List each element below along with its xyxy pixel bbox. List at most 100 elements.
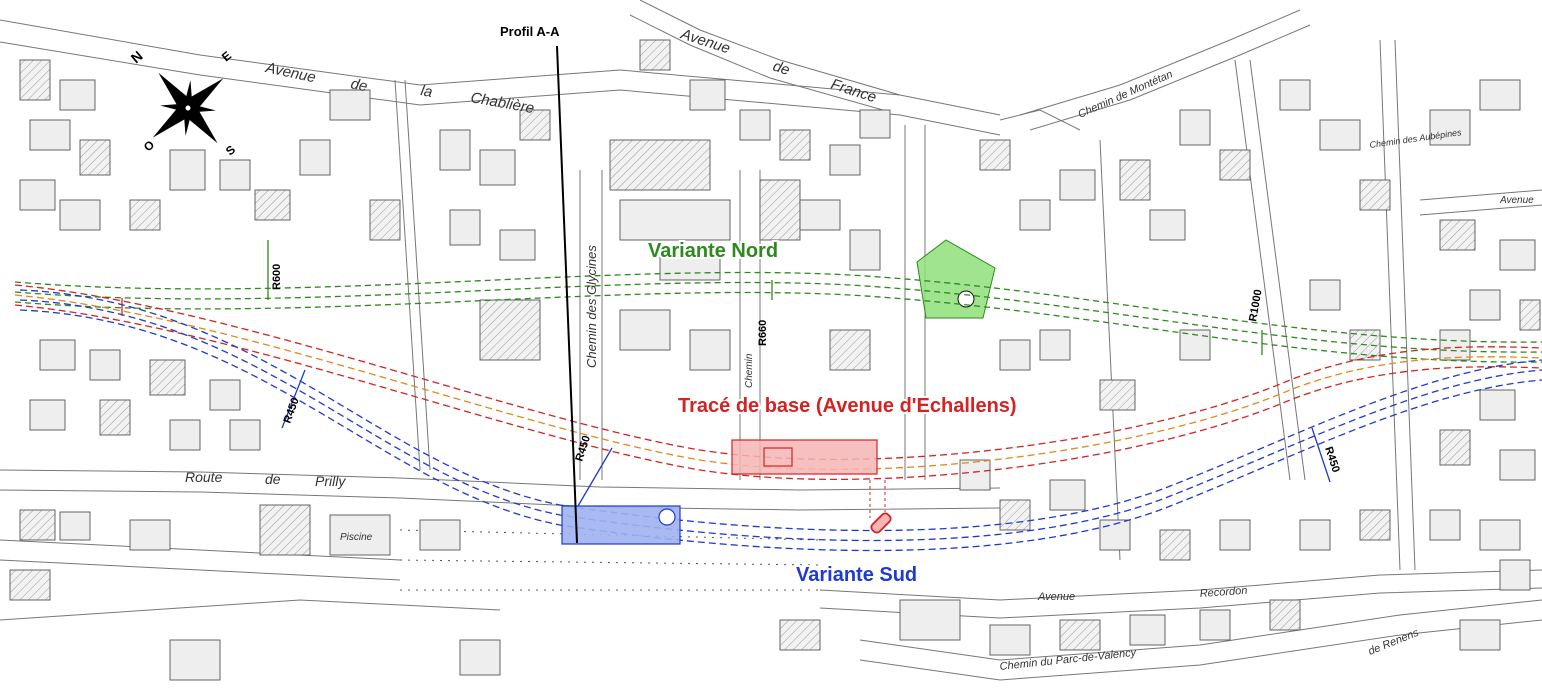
building — [39, 339, 76, 371]
compass-needle-w — [152, 107, 188, 138]
building — [1499, 449, 1536, 481]
building — [659, 249, 721, 281]
building — [689, 329, 731, 371]
building — [799, 199, 841, 231]
building — [499, 229, 536, 261]
building — [19, 179, 56, 211]
building — [619, 199, 731, 241]
compass-needle-e — [188, 78, 224, 109]
radius-markers — [121, 240, 1331, 507]
building — [329, 89, 371, 121]
building — [999, 339, 1031, 371]
street-label-avenue-ne: Avenue — [1499, 195, 1534, 206]
route-sud-line-1 — [19, 289, 1542, 532]
route-sud-line-3 — [19, 309, 1542, 552]
street-south-w2 — [0, 559, 401, 581]
station-base-box — [731, 439, 878, 475]
street-label-france-2: de — [771, 58, 792, 79]
building — [1049, 479, 1086, 511]
street-vertical-d — [1234, 59, 1291, 481]
building — [99, 399, 131, 436]
building — [129, 519, 171, 551]
street-vertical-d2 — [1249, 59, 1306, 481]
station-base-inner-box — [763, 447, 793, 467]
street-chabliere-north-edge — [0, 19, 1001, 116]
building — [229, 419, 261, 451]
street-curve-sw — [999, 109, 1081, 131]
building — [1429, 509, 1461, 541]
building — [1479, 79, 1521, 111]
building — [29, 119, 71, 151]
route-nord — [14, 271, 1542, 363]
building — [779, 619, 821, 651]
radius-label-r660: R660 — [757, 320, 769, 346]
street-label-prilly-1: Route — [185, 469, 223, 485]
building — [209, 379, 241, 411]
street-label-recordon-1: Avenue — [1037, 591, 1075, 603]
building — [779, 129, 811, 161]
building — [1059, 619, 1101, 651]
building — [1439, 429, 1471, 466]
building — [1149, 209, 1186, 241]
building — [59, 79, 96, 111]
street-valency-b — [859, 619, 1542, 681]
street-avenue-ne — [1419, 189, 1542, 201]
building — [1099, 379, 1136, 411]
street-france-north-edge — [639, 0, 901, 96]
route-nord-line-2 — [14, 281, 1542, 353]
station-base-connector — [869, 480, 886, 518]
building — [169, 419, 201, 451]
marker-r450-west — [281, 369, 306, 429]
building — [1129, 614, 1166, 646]
street-vertical-b2 — [404, 79, 431, 471]
route-label-nord: Variante Nord — [648, 240, 778, 262]
building — [129, 199, 161, 231]
station-sud-well — [658, 508, 676, 526]
building — [979, 139, 1011, 171]
profile-line — [556, 45, 578, 544]
building — [1199, 609, 1231, 641]
route-label-base: Tracé de base (Avenue d'Echallens) — [678, 395, 1017, 417]
street-vertical-e2 — [1394, 39, 1416, 571]
building — [1179, 109, 1211, 146]
building — [19, 59, 51, 101]
building — [1119, 159, 1151, 201]
street-chabliere-south-edge — [0, 41, 1001, 136]
building — [1039, 329, 1071, 361]
street-south-w3 — [0, 599, 501, 621]
street-prilly-north-edge — [0, 469, 1001, 491]
building — [689, 79, 726, 111]
building — [1499, 239, 1536, 271]
street-label-glycines: Chemin des Glycines — [584, 245, 599, 368]
building — [419, 519, 461, 551]
building — [254, 189, 291, 221]
building — [299, 139, 331, 176]
building — [59, 511, 91, 541]
building — [1469, 289, 1501, 321]
building — [1499, 559, 1531, 591]
building — [1439, 219, 1476, 251]
station-nord-park — [916, 239, 996, 319]
building — [899, 599, 961, 641]
buildings — [9, 39, 1541, 681]
route-nord-line-3 — [14, 291, 1542, 363]
building — [149, 359, 186, 396]
building — [1519, 299, 1541, 331]
route-sud-line-2 — [19, 299, 1542, 542]
building — [479, 299, 541, 361]
building — [1059, 169, 1096, 201]
building — [1479, 389, 1516, 421]
building — [1279, 79, 1311, 111]
building — [859, 109, 891, 139]
street-label-chemin-mid: Chemin — [744, 353, 755, 388]
building — [1359, 179, 1391, 211]
building — [829, 144, 861, 176]
building — [1439, 329, 1471, 361]
building — [1309, 279, 1341, 311]
street-label-prilly-3: Prilly — [315, 473, 346, 489]
building — [739, 109, 771, 141]
building — [1269, 599, 1301, 631]
